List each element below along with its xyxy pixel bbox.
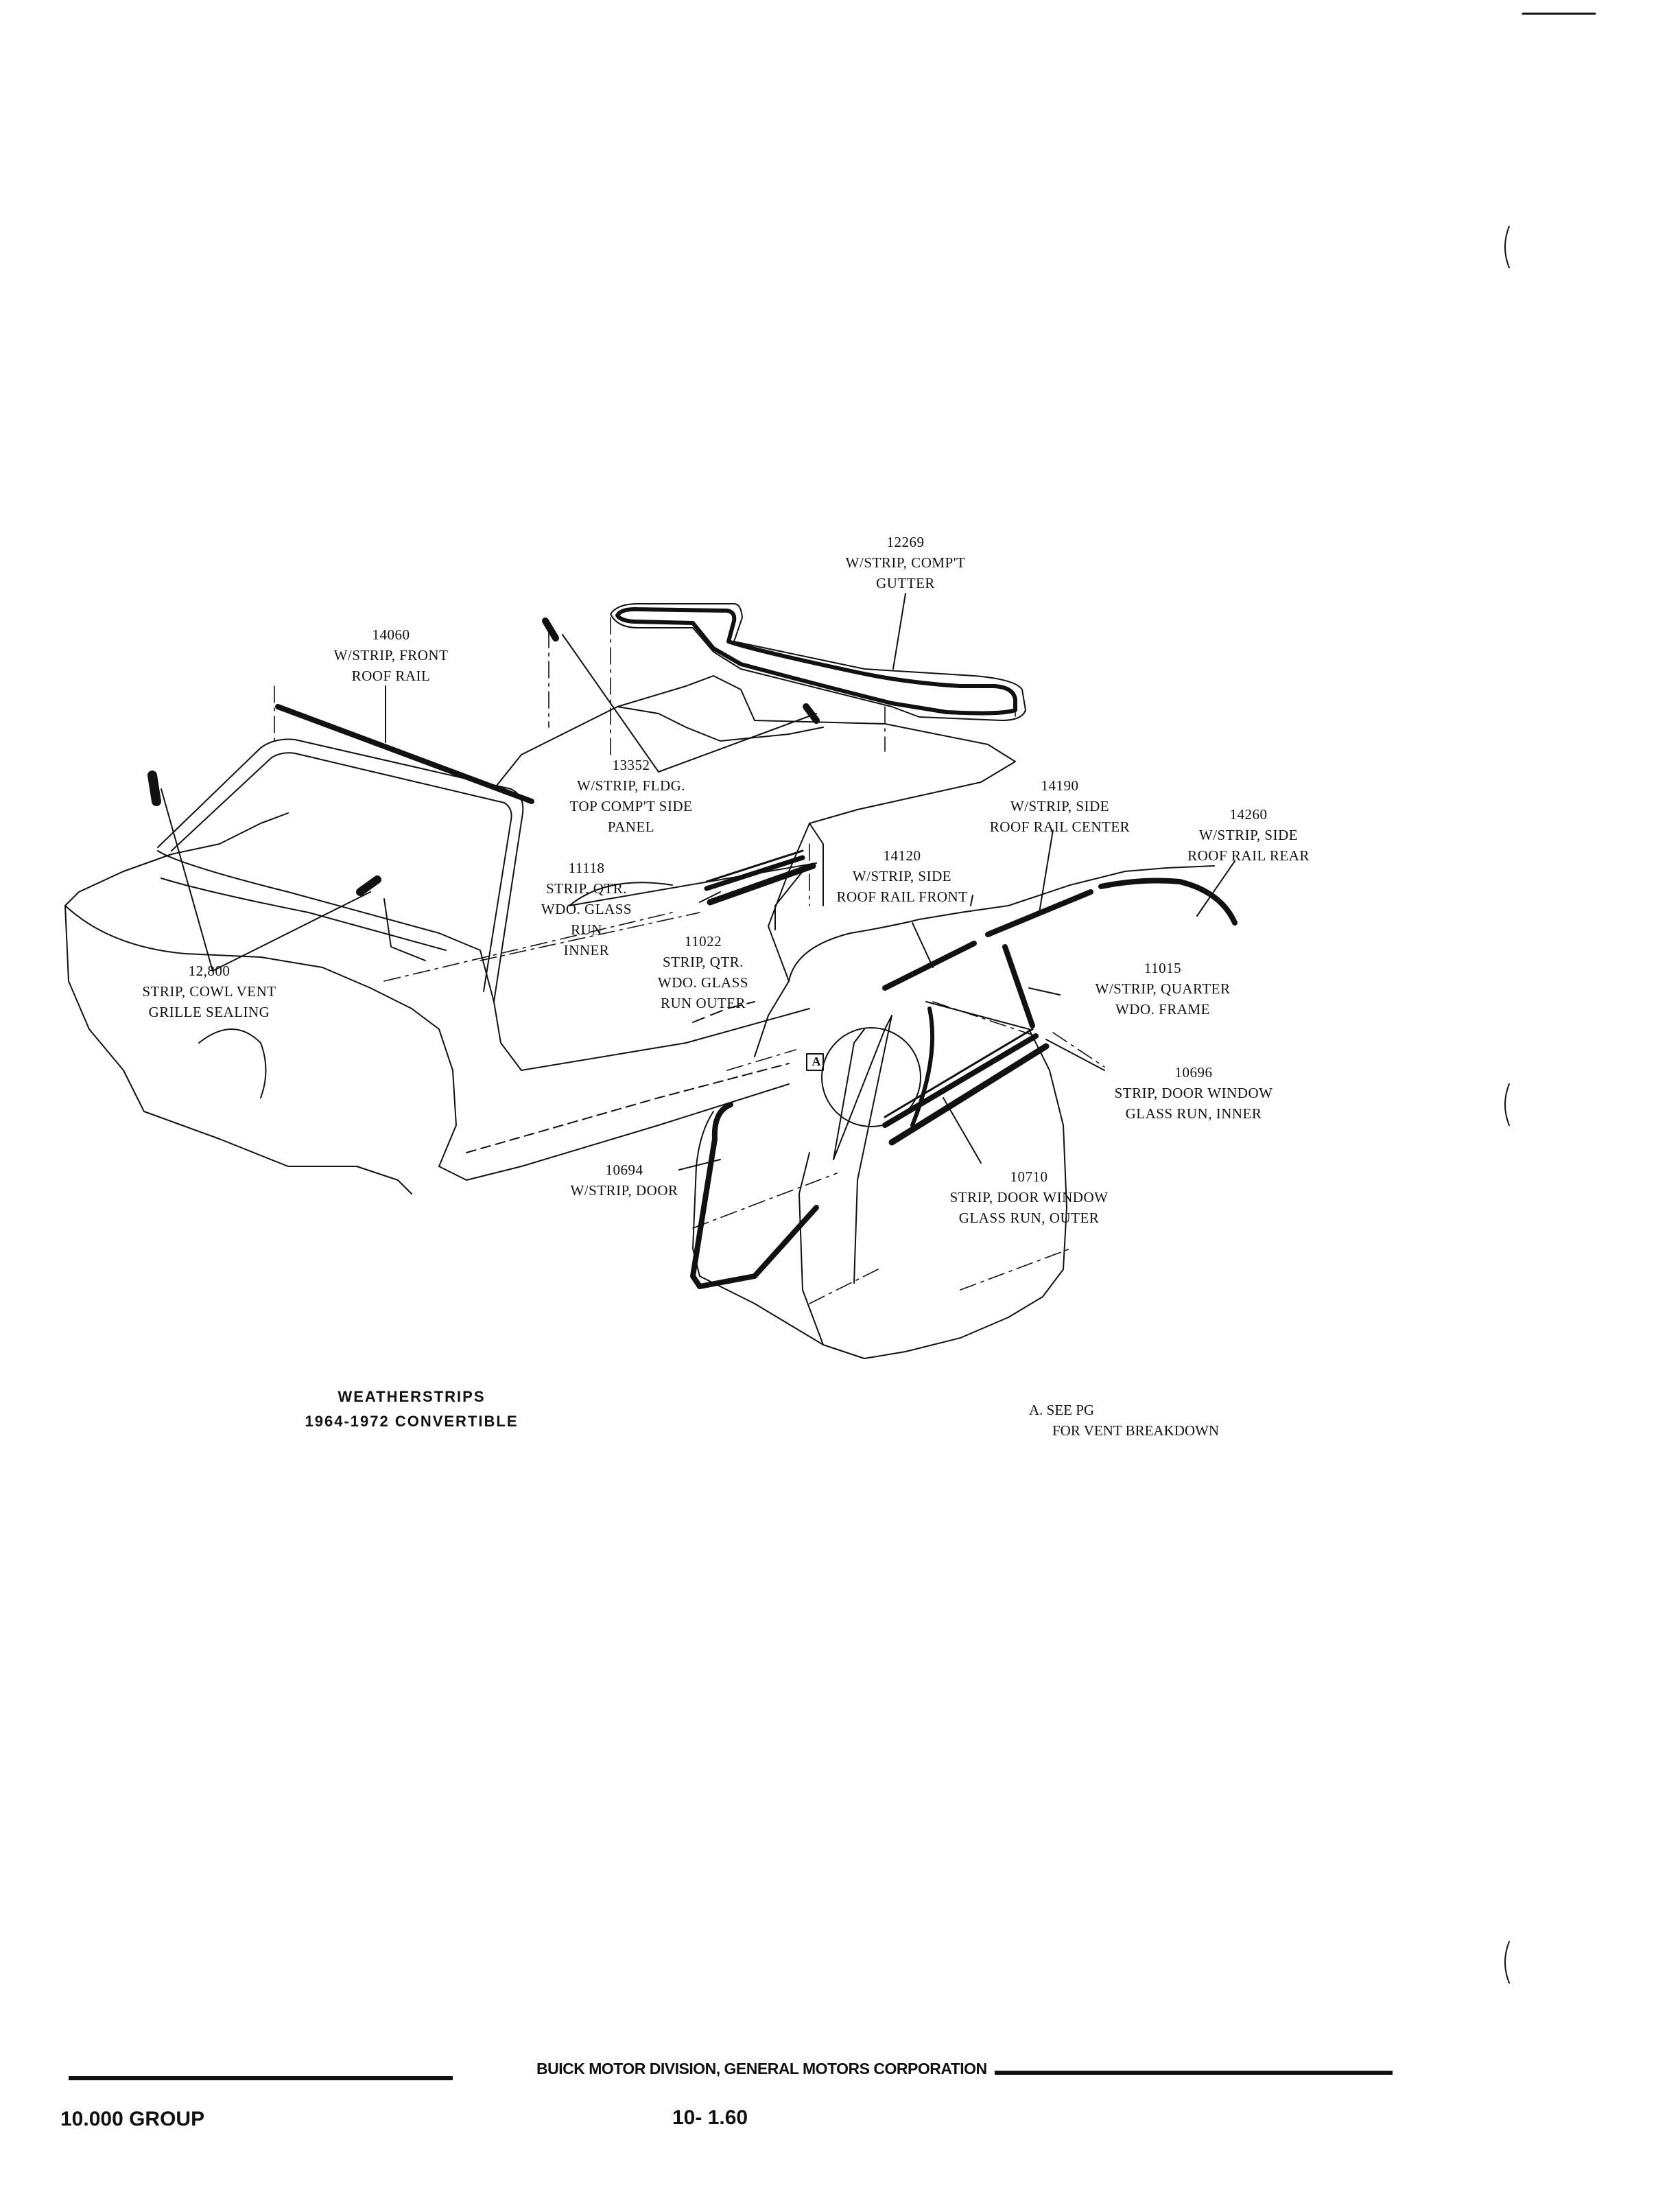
callout-14190: 14190 W/STRIP, SIDE ROOF RAIL CENTER [974,775,1146,837]
part-number: 10696 [1174,1064,1213,1081]
callout-14060: 14060 W/STRIP, FRONT ROOF RAIL [302,624,480,686]
door-weatherstrip [690,1102,819,1289]
compartment-gutter-frame [610,603,1026,721]
part-description: ROOF RAIL CENTER [989,819,1131,835]
folding-top-side-clip [542,617,559,642]
side-roof-rail-center [985,889,1093,937]
part-description: STRIP, DOOR WINDOW [949,1189,1109,1205]
part-number: 14190 [1041,777,1079,794]
part-description: ROOF RAIL [351,668,431,684]
part-description: GLASS RUN, OUTER [958,1210,1100,1226]
binding-mark [1504,1941,1510,1984]
quarter-glass-run-inner [705,849,804,883]
footer-division: BUICK MOTOR DIVISION, GENERAL MOTORS COR… [536,2060,987,2078]
binding-mark [1504,226,1510,268]
diagram-caption: WEATHERSTRIPS 1964-1972 CONVERTIBLE [261,1385,563,1434]
part-description: W/STRIP, COMP'T [845,554,966,571]
part-description: W/STRIP, FRONT [333,647,449,663]
quarter-window-frame [1002,944,1035,1028]
callout-10696: 10696 STRIP, DOOR WINDOW GLASS RUN, INNE… [1091,1062,1297,1124]
part-description: TOP COMP'T SIDE [569,798,693,814]
front-roof-rail-strip [275,704,534,804]
detail-circle [821,1027,921,1127]
part-description: STRIP, QTR. [545,880,628,897]
note-line-2: FOR VENT BREAKDOWN [1052,1422,1220,1439]
side-roof-rail-rear [1098,878,1238,926]
vent-note: A. SEE PG FOR VENT BREAKDOWN [1029,1400,1219,1441]
footer-rule-left [69,2076,453,2080]
part-description: W/STRIP, FLDG. [576,777,686,794]
binding-mark [1504,1083,1510,1126]
part-number: 14260 [1229,806,1268,823]
folding-top-side-clip [803,703,820,724]
weatherstrip-parts [147,607,1238,1289]
callout-11022: 11022 STRIP, QTR. WDO. GLASS RUN OUTER [641,931,765,1013]
callout-10694: 10694 W/STRIP, DOOR [549,1160,700,1201]
detail-marker-letter: A [812,1055,821,1068]
door-glass-run-inner [882,1033,1039,1128]
part-description: GLASS RUN, INNER [1125,1105,1262,1122]
part-description: STRIP, DOOR WINDOW [1114,1085,1273,1101]
part-description: ROOF RAIL REAR [1187,847,1310,864]
door-glass-channel [910,1007,935,1127]
part-number: 13352 [612,757,650,773]
part-number: 14120 [883,847,921,864]
quarter-glass-run-outer [707,862,816,906]
callout-11015: 11015 W/STRIP, QUARTER WDO. FRAME [1074,958,1252,1020]
part-description: STRIP, QTR. [662,954,744,970]
part-description: GRILLE SEALING [148,1004,270,1020]
part-description: RUN [571,921,602,938]
callout-14120: 14120 W/STRIP, SIDE ROOF RAIL FRONT [820,845,984,907]
detail-marker-box [806,1053,824,1071]
part-description: RUN OUTER [660,995,746,1011]
part-description: GUTTER [876,575,935,591]
part-description: PANEL [607,819,655,835]
part-number: 10710 [1010,1168,1048,1185]
part-number: 11022 [684,933,722,950]
part-number: 14060 [372,626,410,643]
footer-group: 10.000 GROUP [60,2108,205,2130]
part-number: 12269 [886,534,925,550]
note-line-1: A. SEE PG [1029,1402,1095,1418]
callout-leaders [161,593,1235,1170]
part-number: 10694 [605,1162,643,1178]
cowl-vent-pad [356,875,381,896]
part-number: 12,800 [188,963,230,979]
callout-11118: 11118 STRIP, QTR. WDO. GLASS RUN INNER [528,858,645,961]
callout-14260: 14260 W/STRIP, SIDE ROOF RAIL REAR [1166,804,1331,866]
callout-10710: 10710 STRIP, DOOR WINDOW GLASS RUN, OUTE… [926,1166,1132,1228]
callout-13352: 13352 W/STRIP, FLDG. TOP COMP'T SIDE PAN… [535,755,727,837]
callout-12269: 12269 W/STRIP, COMP'T GUTTER [816,532,995,593]
car-body-outline [64,675,1215,1359]
door-glass-run-outer [888,1043,1050,1146]
part-description: W/STRIP, SIDE [1010,798,1110,814]
side-roof-rail-front [882,941,977,991]
footer-page-number: 10- 1.60 [672,2106,748,2129]
part-number: 11118 [568,860,605,876]
part-description: INNER [563,942,610,958]
caption-title: WEATHERSTRIPS [338,1388,486,1405]
part-description: W/STRIP, SIDE [1198,827,1299,843]
part-description: STRIP, COWL VENT [142,983,276,1000]
compartment-gutter-strip [615,607,1017,716]
part-description: WDO. FRAME [1115,1001,1210,1017]
part-description: WDO. GLASS [657,974,749,991]
cowl-vent-pad [147,770,161,806]
door-glass-run-inner [884,1028,1034,1118]
callout-12800: 12,800 STRIP, COWL VENT GRILLE SEALING [113,961,305,1022]
part-number: 11015 [1144,960,1182,976]
part-description: W/STRIP, SIDE [852,868,952,884]
caption-subtitle: 1964-1972 CONVERTIBLE [305,1413,519,1430]
part-description: ROOF RAIL FRONT [836,889,968,905]
part-description: W/STRIP, DOOR [570,1182,678,1199]
footer-rule-right [995,2071,1393,2075]
part-description: WDO. GLASS [541,901,632,917]
part-description: W/STRIP, QUARTER [1095,980,1231,997]
